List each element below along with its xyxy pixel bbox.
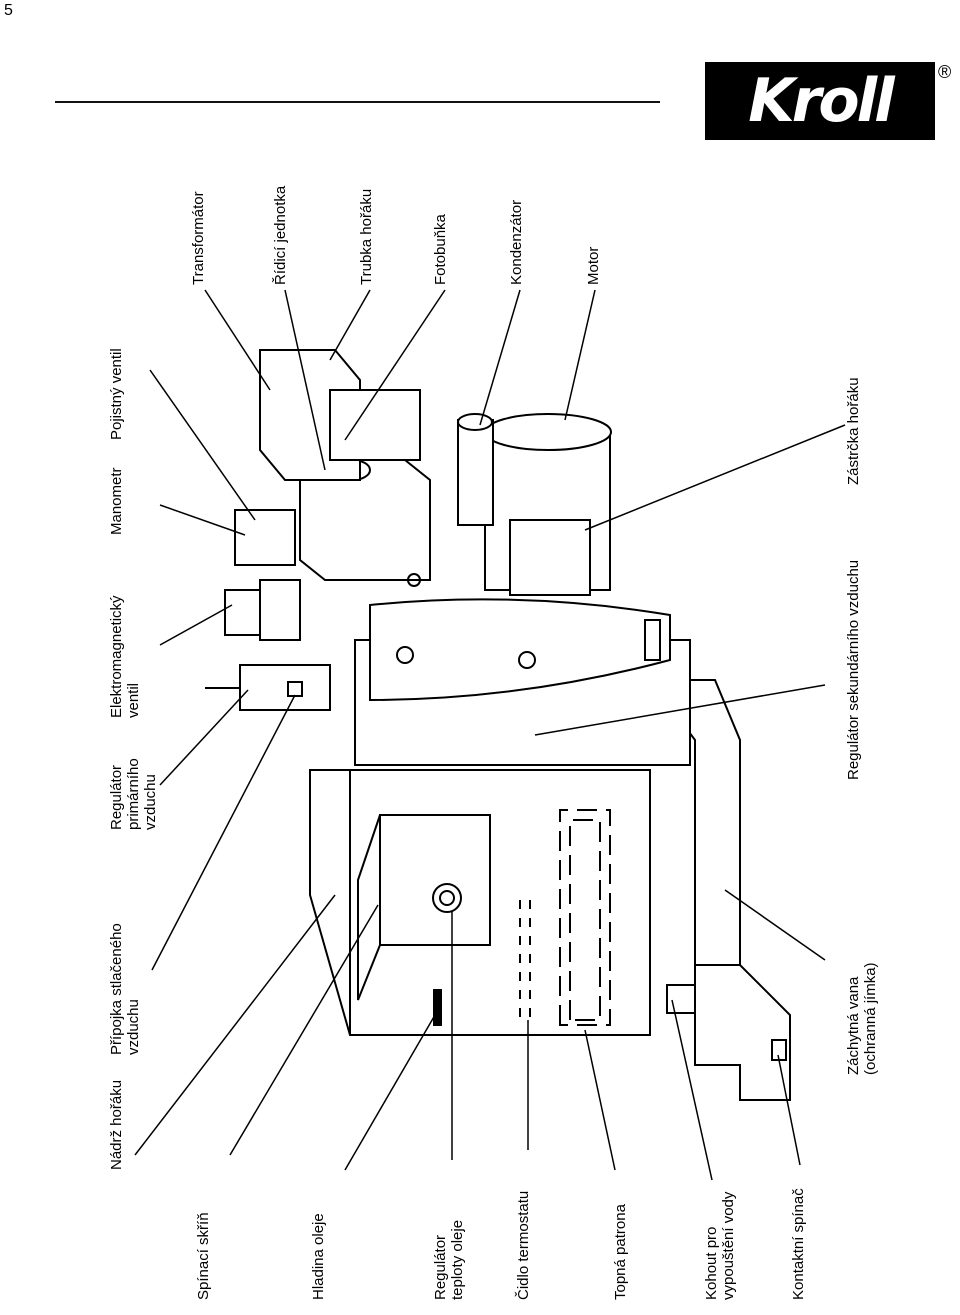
air-regulator bbox=[205, 664, 331, 711]
heating-cartridge bbox=[559, 809, 611, 1026]
label-pojistny-ventil: Pojistný ventil bbox=[108, 348, 125, 440]
label-spinaci-skrin: Spínací skříň bbox=[195, 1212, 212, 1300]
label-fotobunka: Fotobuňka bbox=[432, 214, 449, 285]
label-topna-patrona: Topná patrona bbox=[612, 1204, 629, 1300]
capacitor bbox=[457, 413, 494, 526]
label-ridici-jednotka: Řídicí jednotka bbox=[272, 185, 289, 285]
label-transformator: Transformátor bbox=[190, 191, 207, 285]
label-kohout: Kohout pro vypouštění vody bbox=[703, 1191, 737, 1300]
label-regulator-primarniho: Regulátor primárního vzduchu bbox=[108, 758, 159, 830]
header-rule bbox=[55, 101, 660, 103]
page-number: 5 bbox=[4, 2, 13, 19]
thermostat-sensor bbox=[519, 900, 531, 1020]
solenoid-valve bbox=[224, 579, 301, 641]
label-kondenzator: Kondenzátor bbox=[508, 199, 525, 285]
label-zachytna-vana: Záchytná vana (ochranná jímka) bbox=[845, 962, 879, 1075]
burner-tube bbox=[259, 349, 421, 481]
pressure-gauge bbox=[234, 509, 296, 566]
fan-housing bbox=[369, 598, 671, 702]
label-hladina-oleje: Hladina oleje bbox=[310, 1213, 327, 1300]
label-zastrcka-horaku: Zástrčka hořáku bbox=[845, 377, 862, 485]
label-manometr: Manometr bbox=[108, 467, 125, 535]
drip-tray bbox=[648, 679, 791, 1101]
leader-lines bbox=[134, 289, 846, 1181]
registered-mark: ® bbox=[938, 62, 952, 82]
label-kontaktni-spinac: Kontaktní spínač bbox=[790, 1188, 807, 1300]
switch-box bbox=[357, 814, 491, 1001]
label-regulator-teploty: Regulátor teploty oleje bbox=[432, 1219, 466, 1300]
label-pripojka: Přípojka stlačeného vzduchu bbox=[108, 923, 142, 1055]
oil-level-glass bbox=[433, 989, 442, 1026]
label-nadrz-horaku: Nádrž hořáku bbox=[108, 1079, 125, 1170]
label-motor: Motor bbox=[585, 246, 602, 285]
motor bbox=[484, 413, 612, 596]
label-cidlo-termostatu: Čidlo termostatu bbox=[515, 1190, 532, 1300]
kroll-logo: Kroll bbox=[705, 62, 935, 140]
label-elektromagneticky-ventil: Elektromagnetický ventil bbox=[108, 595, 142, 718]
label-trubka-horaku: Trubka hořáku bbox=[358, 188, 375, 285]
label-regulator-sekundarniho: Regulátor sekundárního vzduchu bbox=[845, 559, 862, 780]
